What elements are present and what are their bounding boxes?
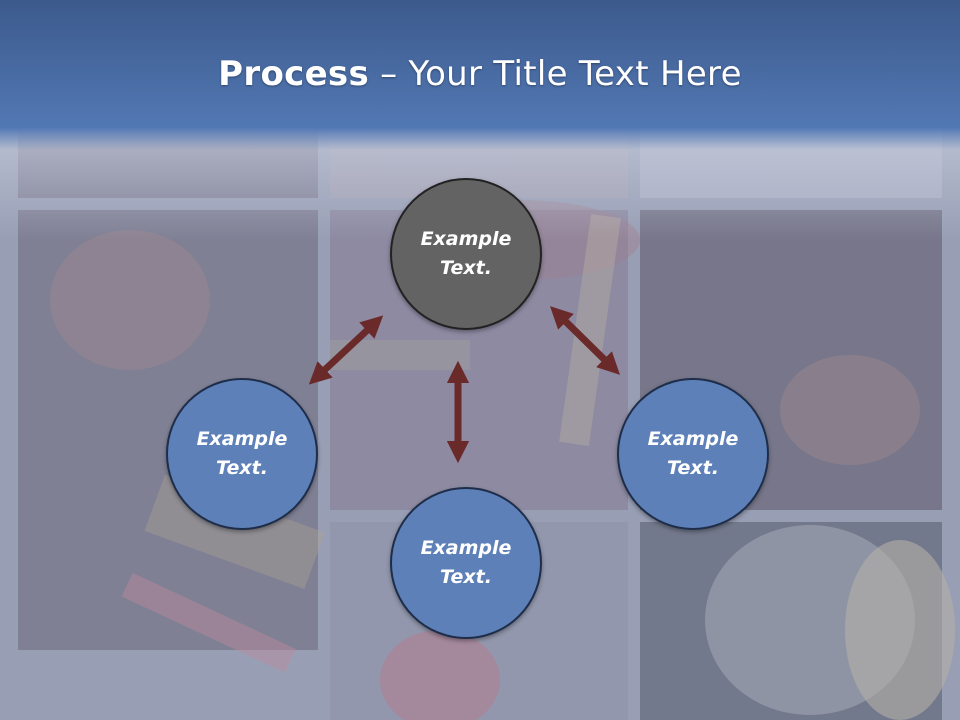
process-node-left: Example Text. [166,378,318,530]
process-node-top: Example Text. [390,178,542,330]
process-node-right: Example Text. [617,378,769,530]
process-node-bottom: Example Text. [390,487,542,639]
process-node-right-text: Example Text. [647,428,739,479]
page-title: Process – Your Title Text Here [0,54,960,94]
title-rest-part: – Your Title Text Here [369,54,742,94]
arrow-top-right [550,306,620,375]
title-bold-part: Process [218,54,370,94]
arrow-top-left [308,315,384,385]
process-node-top-text: Example Text. [420,228,512,279]
process-node-left-text: Example Text. [196,428,288,479]
process-node-bottom-text: Example Text. [420,537,512,588]
